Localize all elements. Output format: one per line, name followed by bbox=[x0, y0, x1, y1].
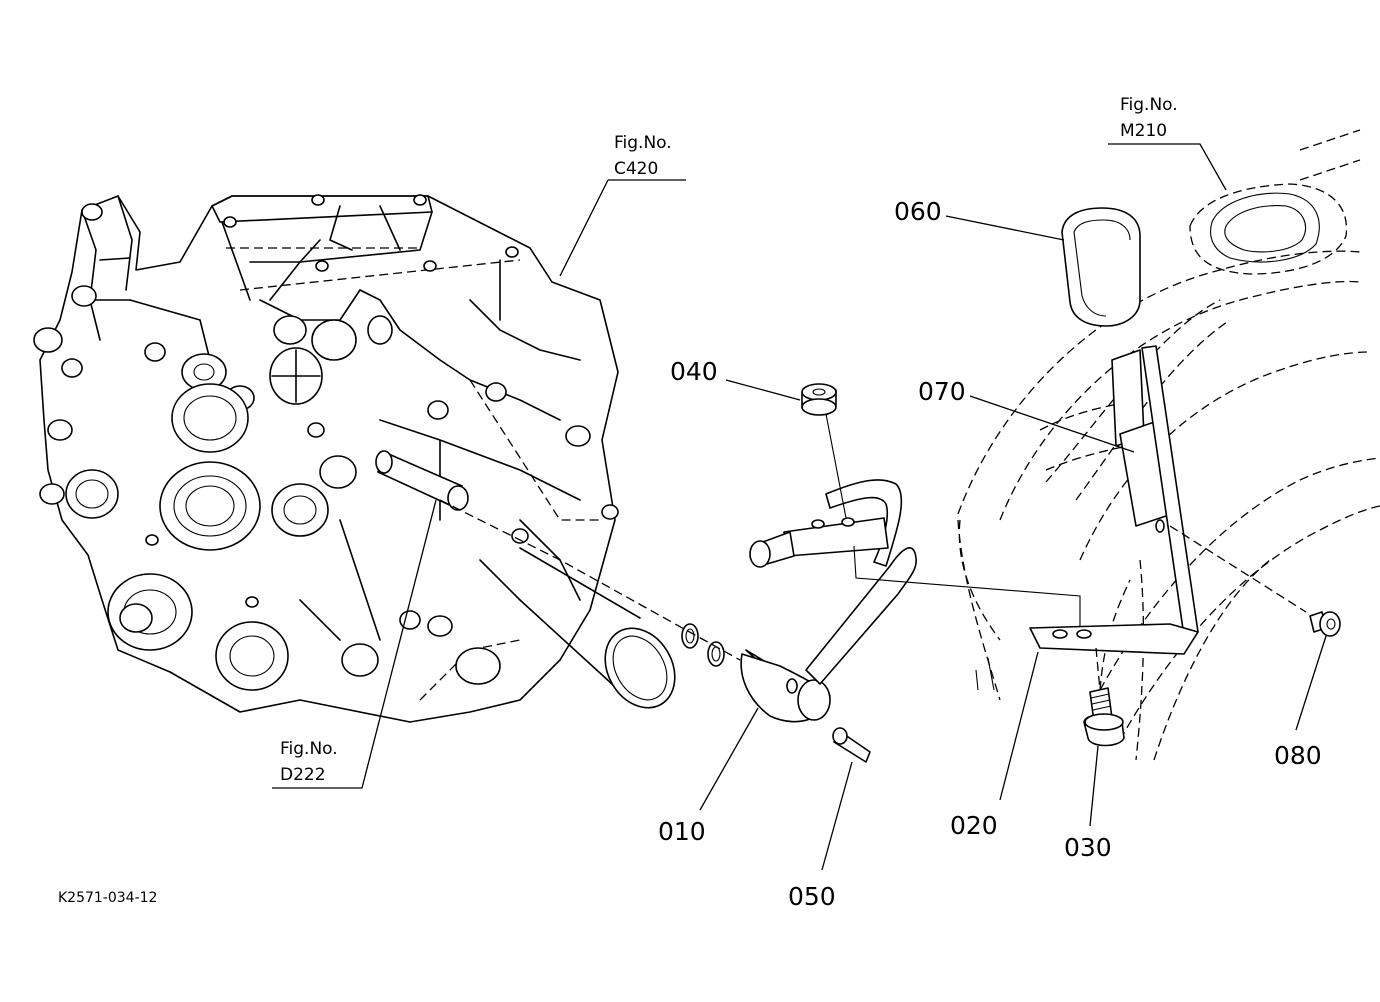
part-label-070: 070 bbox=[918, 377, 966, 406]
transmission-case bbox=[33, 194, 676, 723]
figure-reference-m210: Fig.No. M210 bbox=[1120, 95, 1178, 141]
fig-no-label: Fig.No. bbox=[280, 739, 338, 759]
part-label-010: 010 bbox=[658, 817, 706, 846]
alignment-line-080 bbox=[1169, 525, 1307, 613]
alignment-line-shaft bbox=[439, 499, 741, 661]
leader-lines bbox=[272, 143, 1327, 871]
part-080-bolt bbox=[1309, 611, 1341, 637]
part-label-020: 020 bbox=[950, 811, 998, 840]
o-rings bbox=[681, 623, 725, 667]
fig-no-code: M210 bbox=[1120, 121, 1167, 141]
alignment-line-collar bbox=[825, 413, 847, 519]
diagram-id: K2571-034-12 bbox=[58, 890, 157, 906]
fig-no-label: Fig.No. bbox=[614, 133, 672, 153]
alignment-line-bolt bbox=[1095, 647, 1101, 691]
part-060-grip bbox=[1061, 207, 1141, 327]
part-label-080: 080 bbox=[1274, 741, 1322, 770]
figure-reference-c420: Fig.No. C420 bbox=[614, 133, 672, 179]
part-label-060: 060 bbox=[894, 197, 942, 226]
part-label-040: 040 bbox=[670, 357, 718, 386]
part-030-bolt bbox=[1083, 687, 1125, 747]
alignment-line-bracket bbox=[853, 545, 1081, 626]
part-050-pin bbox=[832, 727, 871, 763]
fig-no-code: D222 bbox=[280, 765, 326, 785]
part-010-lever bbox=[740, 479, 917, 723]
shift-shaft bbox=[375, 450, 469, 511]
case-bosses bbox=[33, 194, 619, 691]
fig-no-code: C420 bbox=[614, 159, 658, 179]
filler-boss bbox=[1189, 183, 1348, 275]
output-tube bbox=[519, 547, 676, 709]
part-020-bracket bbox=[1029, 345, 1199, 655]
part-040-collar bbox=[801, 383, 837, 416]
part-label-030: 030 bbox=[1064, 833, 1112, 862]
part-label-050: 050 bbox=[788, 882, 836, 911]
fig-no-label: Fig.No. bbox=[1120, 95, 1178, 115]
figure-reference-d222: Fig.No. D222 bbox=[280, 739, 338, 785]
